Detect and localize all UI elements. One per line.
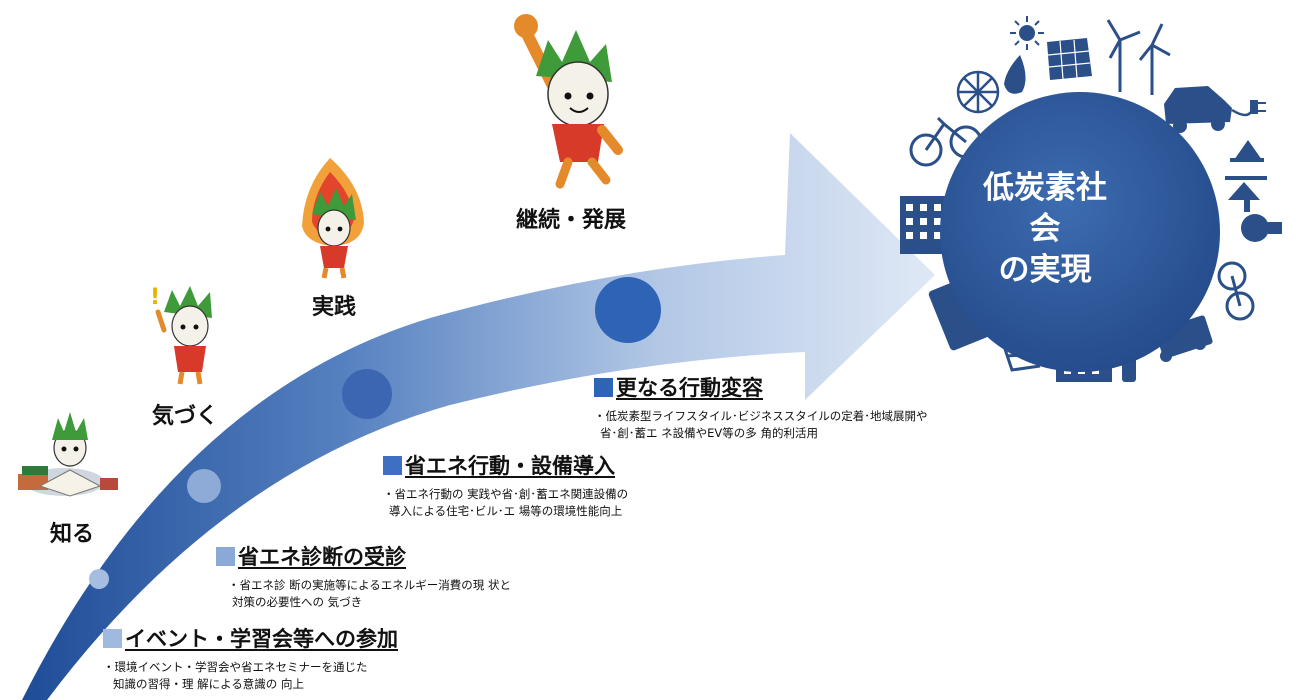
goal-line-2: の実現 bbox=[998, 252, 1092, 288]
step-title: 省エネ行動・設備導入 bbox=[405, 454, 615, 478]
car-icon bbox=[1164, 86, 1232, 133]
step-action-equipment: 省エネ行動・設備導入 ・省エネ行動の 実践や省･創･蓄エネ関連設備の 導入による… bbox=[383, 450, 628, 520]
step-line: ・省エネ行動の 実践や省･創･蓄エネ関連設備の bbox=[383, 487, 629, 501]
stage-dot-3 bbox=[342, 369, 392, 419]
step-line: ・低炭素型ライフスタイル･ビジネススタイルの定着･地域展開や bbox=[594, 409, 928, 423]
step-description: ・省エネ行動の 実践や省･創･蓄エネ関連設備の 導入による住宅･ビル･エ 場等の… bbox=[383, 486, 628, 520]
plug-icon bbox=[1231, 100, 1266, 117]
step-heading: 省エネ行動・設備導入 bbox=[383, 450, 628, 480]
step-description: ・省エネ診 断の実施等によるエネルギー消費の現 状と 対策の必要性への 気づき bbox=[216, 577, 511, 611]
mascot-fire bbox=[302, 158, 364, 279]
step-title: 更なる行動変容 bbox=[616, 376, 763, 400]
step-line: 対策の必要性への 気づき bbox=[232, 595, 363, 609]
stage-label-practice: 実践 bbox=[312, 295, 357, 320]
goal-text: 低炭素社会 の実現 bbox=[970, 168, 1120, 291]
stage-label-notice: 気づく bbox=[152, 404, 219, 429]
building-icon bbox=[900, 196, 948, 254]
step-heading: 更なる行動変容 bbox=[594, 372, 928, 402]
water-drop-icon bbox=[1004, 55, 1026, 94]
mascot-exclamation: ! bbox=[150, 285, 212, 385]
stage-dot-1 bbox=[89, 569, 109, 589]
step-title: 省エネ診断の受診 bbox=[238, 545, 406, 569]
step-diagnosis: 省エネ診断の受診 ・省エネ診 断の実施等によるエネルギー消費の現 状と 対策の必… bbox=[216, 541, 511, 611]
step-description: ・環境イベント・学習会や省エネセミナーを通じた 知識の習得・理 解による意識の … bbox=[103, 659, 398, 693]
step-description: ・低炭素型ライフスタイル･ビジネススタイルの定着･地域展開や 省･創･蓄エ ネ設… bbox=[594, 408, 928, 442]
step-line: 導入による住宅･ビル･エ 場等の環境性能向上 bbox=[389, 504, 623, 518]
stage-dot-2 bbox=[187, 469, 221, 503]
solar-panel-icon bbox=[1047, 38, 1092, 80]
progress-arrow bbox=[22, 133, 935, 700]
tree-icon bbox=[1225, 140, 1267, 212]
step-heading: 省エネ診断の受診 bbox=[216, 541, 511, 571]
wind-turbine-icon bbox=[1106, 19, 1171, 95]
step-line: ・省エネ診 断の実施等によるエネルギー消費の現 状と bbox=[228, 578, 511, 592]
globe bbox=[940, 92, 1220, 372]
square-marker bbox=[383, 455, 402, 475]
bicycle-icon-right bbox=[1217, 261, 1255, 321]
step-line: 省･創･蓄エ ネ設備やEV等の多 角的利活用 bbox=[600, 426, 818, 440]
step-heading: イベント・学習会等への参加 bbox=[103, 623, 398, 653]
stage-label-continue: 継続・発展 bbox=[516, 208, 627, 233]
light-bulb-icon bbox=[1241, 214, 1282, 242]
mascot-fist-raised bbox=[514, 14, 623, 189]
step-line: 知識の習得・理 解による意識の 向上 bbox=[113, 677, 304, 691]
square-marker bbox=[594, 377, 613, 397]
step-title: イベント・学習会等への参加 bbox=[125, 627, 398, 651]
square-marker bbox=[103, 628, 122, 648]
mascot-reading bbox=[18, 412, 118, 497]
svg-text:!: ! bbox=[150, 285, 160, 310]
sun-icon bbox=[1010, 16, 1044, 50]
step-line: ・環境イベント・学習会や省エネセミナーを通じた bbox=[103, 660, 368, 674]
goal-line-1: 低炭素社会 bbox=[983, 170, 1107, 247]
stage-label-know: 知る bbox=[50, 522, 95, 547]
step-participation: イベント・学習会等への参加 ・環境イベント・学習会や省エネセミナーを通じた 知識… bbox=[103, 623, 398, 693]
square-marker bbox=[216, 546, 235, 566]
step-behavior-change: 更なる行動変容 ・低炭素型ライフスタイル･ビジネススタイルの定着･地域展開や 省… bbox=[594, 372, 928, 442]
ferris-wheel-icon bbox=[956, 70, 1000, 114]
stage-dot-4 bbox=[595, 277, 661, 343]
